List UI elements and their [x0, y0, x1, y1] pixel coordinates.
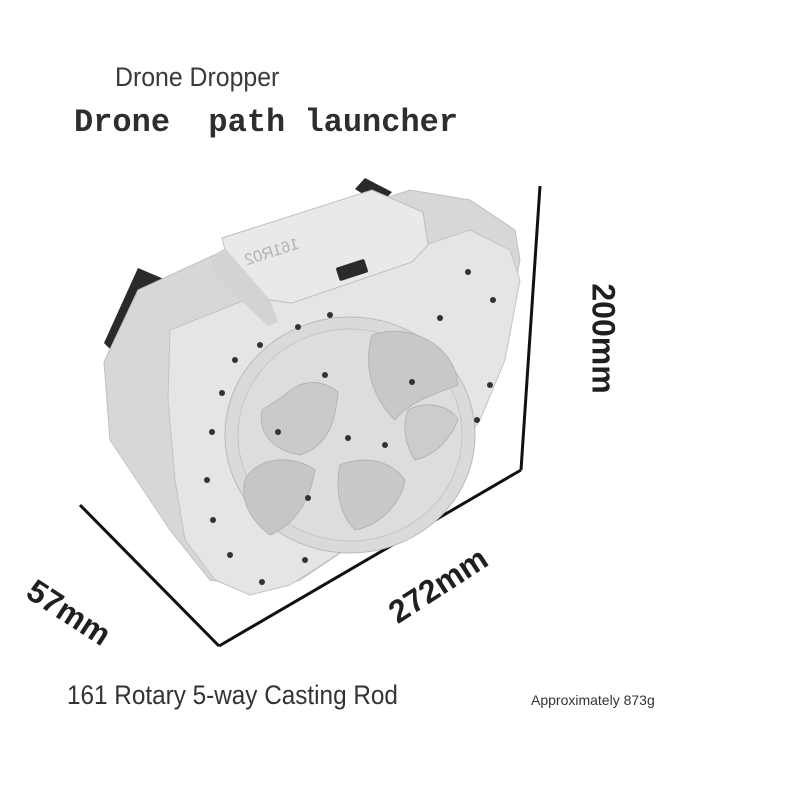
pocket-5: [404, 404, 459, 461]
top-module-side: [210, 248, 278, 326]
pocket-3: [243, 459, 316, 536]
connector-port: [336, 259, 368, 281]
page-title: Drone path launcher: [74, 104, 459, 141]
pocket-2: [260, 382, 339, 456]
weight-label: Approximately 873g: [531, 692, 655, 708]
subtitle: Drone Dropper: [115, 62, 280, 92]
screw-holes: [204, 269, 496, 585]
width-dimension-line: [218, 468, 522, 648]
depth-dimension-line: [78, 503, 221, 648]
pocket-1: [368, 330, 459, 421]
height-dimension-line: [519, 185, 542, 471]
model-name: 161 Rotary 5-way Casting Rod: [67, 680, 398, 710]
height-dimension-label: 200mm: [585, 283, 622, 394]
pocket-4: [337, 459, 406, 531]
